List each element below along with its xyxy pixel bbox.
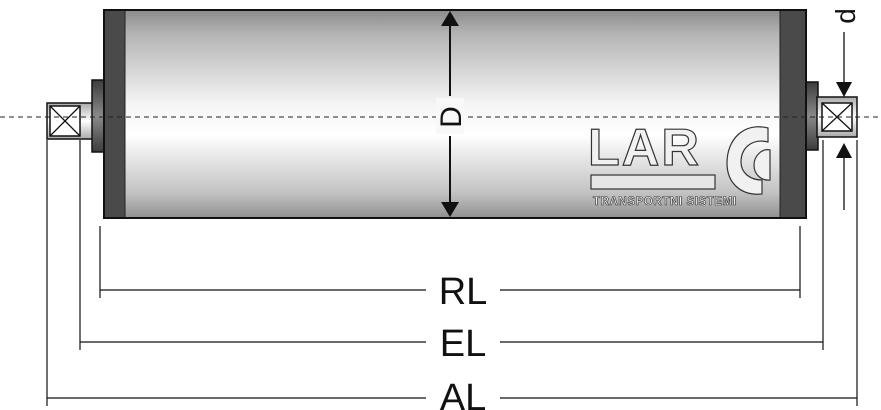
al-label: AL — [440, 377, 486, 410]
left-end-cap — [105, 11, 125, 217]
outer-diameter-dimension: D — [435, 11, 468, 217]
logo-bar — [590, 174, 716, 190]
outer-diameter-label: D — [435, 106, 468, 128]
extension-lines — [46, 140, 858, 406]
rl-dimension: RL — [100, 271, 800, 313]
el-dimension: EL — [80, 323, 823, 365]
logo-swoosh-icon — [726, 126, 769, 195]
el-label: EL — [440, 323, 486, 365]
shaft-diameter-label: d — [830, 8, 861, 24]
rl-label: RL — [439, 271, 488, 313]
arrow-up-icon — [836, 143, 852, 158]
left-shaft — [46, 102, 94, 140]
arrow-down-icon — [441, 202, 459, 217]
arrow-up-icon — [441, 11, 459, 26]
shaft-diameter-dimension: d — [830, 8, 861, 210]
right-end-cap — [780, 11, 805, 217]
al-dimension: AL — [47, 377, 857, 410]
logo-tagline-text: TRANSPORTNI SISTEMI — [593, 196, 737, 208]
logo-brand-text: LAR — [588, 119, 701, 177]
arrow-down-icon — [836, 82, 852, 97]
lar-logo: LAR TRANSPORTNI SISTEMI — [587, 118, 771, 208]
